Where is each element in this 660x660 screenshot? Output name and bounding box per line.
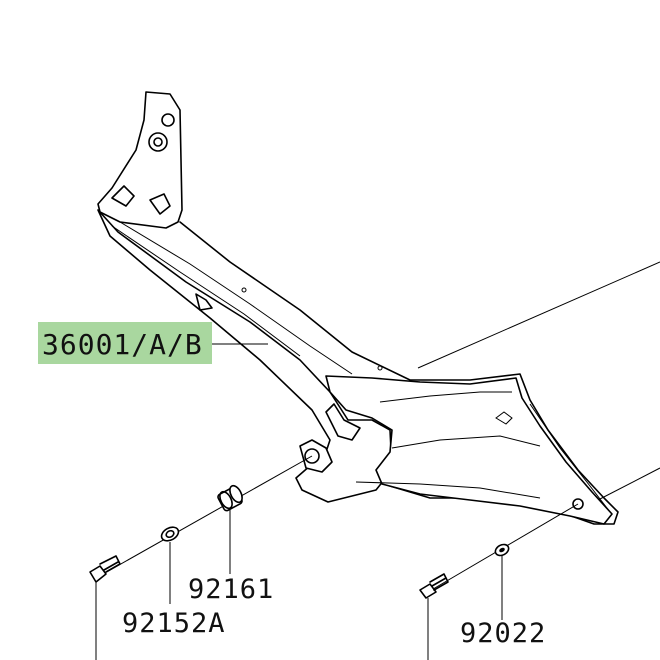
bolt-right-part (419, 573, 449, 599)
part-label-92152A: 92152A (122, 608, 226, 639)
assembly-line-left (95, 455, 313, 579)
part-label-92022: 92022 (460, 618, 546, 649)
frame-line-lower (597, 467, 660, 501)
frame-line (417, 261, 660, 369)
grommet-part (217, 484, 243, 512)
washer-part (494, 543, 510, 557)
label-highlight (38, 322, 212, 364)
part-label-92161: 92161 (188, 574, 274, 605)
part-label-36001: 36001/A/B (42, 328, 203, 361)
side-cover-part (97, 91, 619, 525)
collar-part (160, 526, 180, 542)
bolt-left-part (89, 555, 121, 583)
